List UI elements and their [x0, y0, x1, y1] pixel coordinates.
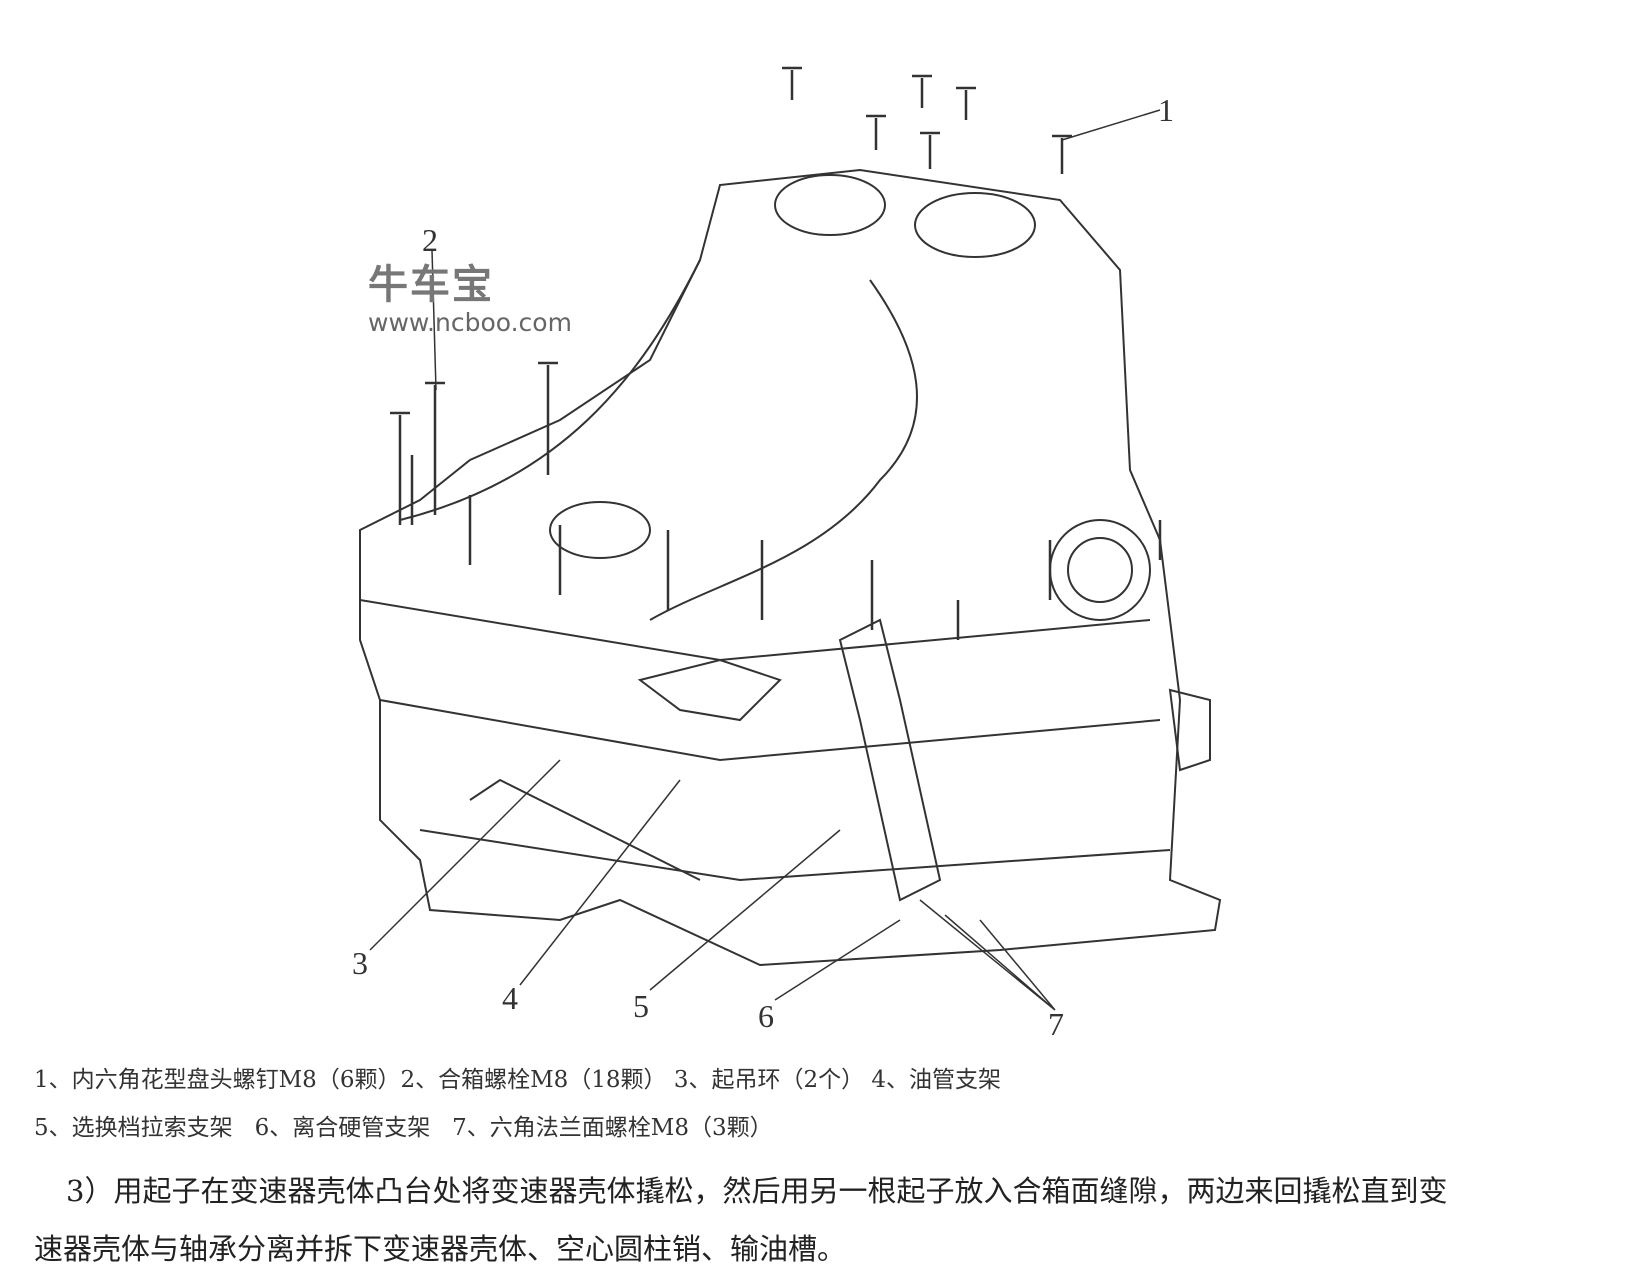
callout-4: 4: [502, 980, 518, 1016]
callout-5: 5: [633, 988, 649, 1024]
legend-line-2: 5、选换档拉索支架 6、离合硬管支架 7、六角法兰面螺栓M8（3颗）: [34, 1115, 773, 1141]
step-text-line-1: 3）用起子在变速器壳体凸台处将变速器壳体撬松，然后用另一根起子放入合箱面缝隙，两…: [66, 1174, 1448, 1208]
callout-6: 6: [758, 998, 774, 1034]
callout-7: 7: [1048, 1006, 1064, 1042]
callout-3: 3: [352, 945, 368, 981]
watermark-logo: 牛车宝: [368, 262, 494, 308]
callout-2: 2: [422, 222, 438, 258]
legend-line-1: 1、内六角花型盘头螺钉M8（6颗）2、合箱螺栓M8（18颗） 3、起吊环（2个）…: [34, 1067, 1002, 1093]
bolts: [390, 66, 1162, 640]
step-text-line-2: 速器壳体与轴承分离并拆下变速器壳体、空心圆柱销、输油槽。: [34, 1232, 847, 1266]
leader-lines: [369, 109, 1161, 1011]
callout-1: 1: [1158, 92, 1174, 128]
watermark-url: www.ncboo.com: [368, 308, 572, 337]
